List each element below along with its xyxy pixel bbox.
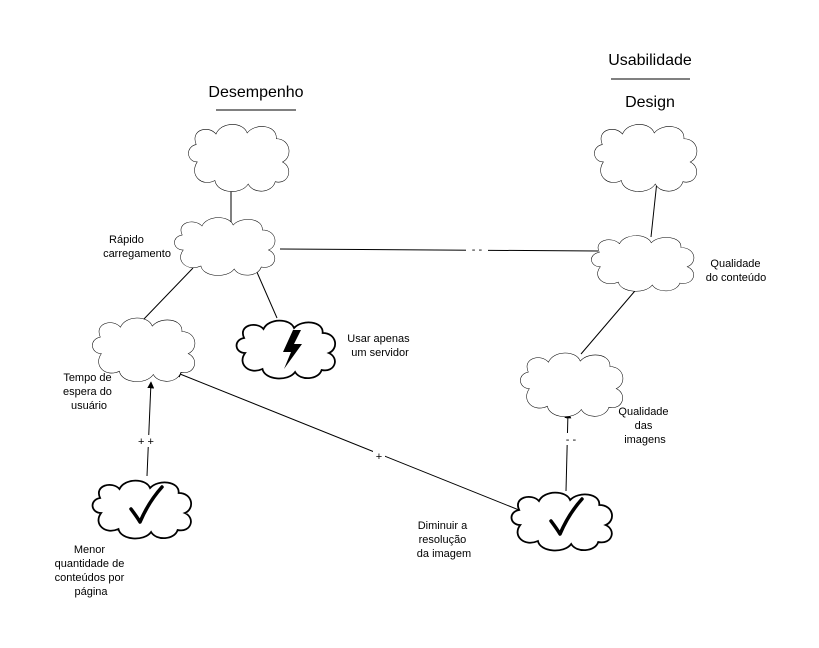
edge-design-qualidade-conteudo [650,180,658,238]
edge-label-diminuir-imagens: - - [566,434,577,446]
edge-label-menor-tempo: + + [138,436,154,448]
lightning-icon [283,330,302,369]
header-design: Design [625,94,675,111]
cloud-icon [188,124,290,192]
edge-label-diminuir-tempo: + [376,451,382,463]
label-qualidade-imagens: Qualidade das imagens [618,406,671,446]
cloud-icon [92,317,196,382]
cloud-icon [520,352,624,417]
label-tempo-espera: Tempo de espera do usuário [63,372,115,412]
edge-rapido-qualidade-conteudo [279,248,599,252]
header-usabilidade: Usabilidade [608,52,692,69]
header-desempenho: Desempenho [208,84,303,101]
edge-rapido-tempo [142,267,194,321]
cloud-icon [510,491,613,552]
cloud-icon [594,124,698,192]
checkmark-icon [549,497,584,536]
label-usar-servidor: Usar apenas um servidor [347,333,412,359]
edge-menor-tempo [146,381,155,477]
cloud-icon [174,217,276,276]
cloud-icon [591,235,695,292]
edge-diminuir-imagens [564,411,572,492]
cloud-icon [91,479,192,540]
edge-qualidade-conteudo-imagens [580,284,641,355]
label-diminuir-resolucao: Diminuir a resolução da imagem [417,520,471,560]
edge-diminuir-tempo [174,371,520,511]
edge-rapido-servidor [255,269,278,319]
checkmark-icon [129,485,164,524]
edge-label-rapido-qualidade: - - [472,244,483,256]
label-rapido-carregamento: Rápido carregamento [103,234,171,260]
label-qualidade-conteudo: Qualidade do conteúdo [706,258,767,284]
label-menor-quantidade: Menor quantidade de conteúdos por página [55,544,128,598]
